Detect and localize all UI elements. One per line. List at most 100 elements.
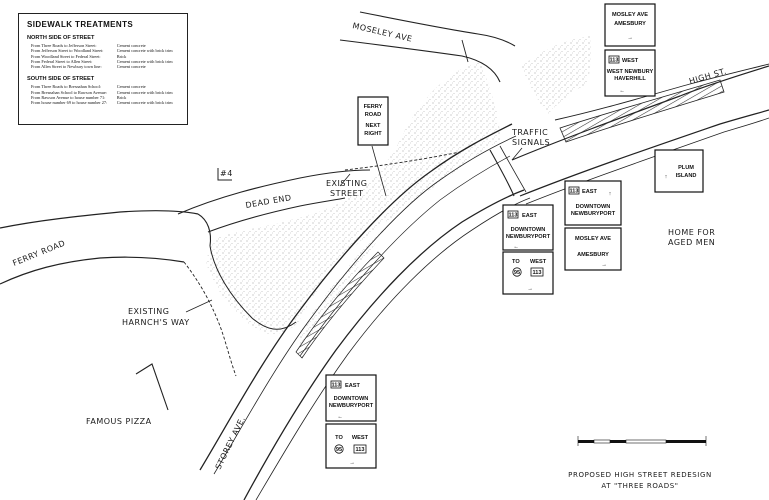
label-existing-way-2: HARNCH'S WAY: [122, 318, 190, 327]
pizza-building-edge: [135, 363, 169, 411]
svg-text:113: 113: [609, 58, 618, 64]
svg-text:NEXT: NEXT: [366, 123, 382, 129]
sign-east-downtown-up: 113 EAST ↑ DOWNTOWN NEWBURYPORT: [564, 180, 622, 226]
svg-text:→: →: [601, 262, 607, 268]
svg-text:MOSLEY AVE: MOSLEY AVE: [575, 236, 611, 242]
storey-ave-east-edge: [243, 189, 525, 500]
label-dead-end: DEAD END: [245, 193, 292, 210]
svg-text:←: ←: [337, 414, 343, 420]
label-existing-street-2: STREET: [330, 189, 364, 198]
label-home-2: AGED MEN: [668, 238, 715, 247]
svg-text:TO: TO: [335, 435, 343, 441]
legend-row: From Woodland Street to Federal Street:B…: [31, 53, 127, 59]
svg-text:→: →: [527, 286, 533, 292]
legend-row: From Three Roads to Jefferson Street:Cem…: [31, 43, 146, 48]
island-outline: [209, 245, 297, 330]
legend-title: SIDEWALK TREATMENTS: [27, 20, 134, 29]
storey-ave-east-inner: [255, 197, 531, 500]
moseley-ave-edge-south: [339, 39, 501, 83]
svg-text:ISLAND: ISLAND: [676, 173, 697, 179]
sign-to-95-113: TO WEST 95 113 →: [502, 251, 554, 295]
svg-text:NEWBURYPORT: NEWBURYPORT: [571, 211, 616, 217]
label-high-st: HIGH ST.: [688, 67, 728, 86]
svg-text:EAST: EAST: [582, 189, 598, 195]
landscape-island-median: [300, 214, 398, 344]
sign-east-downtown-left: 113 EAST DOWNTOWN NEWBURYPORT ←: [502, 204, 554, 251]
landscape-island-west: [206, 62, 500, 335]
leader-ferry-sign: [371, 145, 387, 197]
svg-text:←: ←: [619, 88, 625, 94]
landscape-island-north: [522, 36, 591, 114]
storey-ave-west-inner: [213, 135, 517, 475]
svg-text:↑: ↑: [609, 191, 612, 197]
moseley-ave-edge-north: [359, 11, 516, 47]
svg-text:113: 113: [532, 270, 541, 276]
ferry-road-end-curve: [197, 213, 212, 247]
leader-existing-way: [185, 299, 213, 313]
sign-mosley-amesbury: MOSLEY AVE AMESBURY →: [604, 3, 656, 47]
legend-row: From Allen Street to Newbury town line:C…: [31, 64, 146, 70]
svg-text:TO: TO: [512, 259, 520, 265]
svg-text:DOWNTOWN: DOWNTOWN: [334, 396, 369, 402]
lot-bracket: [217, 168, 232, 181]
legend-row: From house number 69 to house number 27:…: [31, 100, 173, 106]
label-storey-ave: STOREY AVE.: [214, 415, 247, 471]
svg-text:113: 113: [355, 447, 364, 453]
svg-text:EAST: EAST: [522, 213, 538, 219]
dead-end-street-south: [207, 197, 346, 233]
label-home-1: HOME FOR: [668, 228, 715, 237]
high-st-south-edge-1: [519, 109, 769, 197]
svg-text:DOWNTOWN: DOWNTOWN: [576, 204, 611, 210]
svg-text:95: 95: [336, 447, 342, 453]
svg-text:←: ←: [513, 244, 519, 250]
svg-text:→: →: [349, 460, 355, 466]
storey-median-line: [299, 155, 511, 357]
legend-north-heading: NORTH SIDE OF STREET: [27, 35, 95, 41]
svg-text:WEST: WEST: [352, 435, 369, 441]
sidewalk-treatments-legend: SIDEWALK TREATMENTS NORTH SIDE OF STREET…: [18, 13, 188, 125]
leader-traffic: [511, 147, 523, 161]
svg-text:113: 113: [569, 189, 578, 195]
svg-text:NEWBURYPORT: NEWBURYPORT: [506, 234, 551, 240]
dead-end-street-north: [177, 169, 371, 215]
high-st-hatched-strip: [559, 79, 725, 143]
label-traffic-2: SIGNALS: [512, 138, 550, 147]
caption-line-1: PROPOSED HIGH STREET REDESIGN: [568, 471, 712, 479]
legend-row: From Bresnahan School to Rawson Avenue:C…: [31, 89, 173, 95]
label-moseley-ave: MOSELEY AVE: [352, 21, 414, 44]
label-lot-number: #4: [220, 169, 233, 178]
svg-text:MOSLEY AVE: MOSLEY AVE: [612, 12, 648, 18]
svg-text:FERRY: FERRY: [364, 104, 383, 110]
svg-text:→: →: [627, 35, 633, 41]
svg-text:113: 113: [508, 213, 517, 219]
sign-ferry-next-right: FERRY ROAD NEXT RIGHT: [357, 96, 389, 146]
svg-text:WEST NEWBURY: WEST NEWBURY: [607, 69, 654, 75]
drawing-caption: PROPOSED HIGH STREET REDESIGN AT "THREE …: [566, 470, 714, 492]
label-traffic-1: TRAFFIC: [511, 128, 548, 137]
caption-line-2: AT "THREE ROADS": [601, 482, 679, 490]
connector-road-2: [499, 145, 527, 193]
legend-south-heading: SOUTH SIDE OF STREET: [27, 76, 95, 83]
label-existing-street-1: EXISTING: [326, 179, 367, 188]
svg-text:WEST: WEST: [622, 58, 639, 64]
svg-text:95: 95: [514, 270, 520, 276]
svg-text:↑: ↑: [665, 174, 668, 180]
svg-text:PLUM: PLUM: [678, 165, 694, 171]
legend-row: From Rawson Avenue to house number 71:Br…: [31, 95, 127, 101]
svg-text:HAVERHILL: HAVERHILL: [614, 76, 646, 82]
label-ferry-road: FERRY ROAD: [11, 239, 66, 268]
svg-text:WEST: WEST: [530, 259, 547, 265]
legend-row: From Federal Street to Allen Street:Ceme…: [31, 58, 173, 64]
svg-text:113: 113: [331, 383, 340, 389]
storey-ave-west-edge: [199, 123, 513, 471]
label-famous-pizza: FAMOUS PIZZA: [86, 417, 152, 426]
svg-text:NEWBURYPORT: NEWBURYPORT: [329, 403, 374, 409]
connector-road: [489, 149, 515, 197]
svg-text:AMESBURY: AMESBURY: [577, 252, 609, 258]
scale-bar: [577, 436, 707, 446]
svg-text:AMESBURY: AMESBURY: [614, 21, 646, 27]
moseley-crosswalk: [461, 39, 469, 63]
high-st-north-inner: [554, 63, 769, 121]
